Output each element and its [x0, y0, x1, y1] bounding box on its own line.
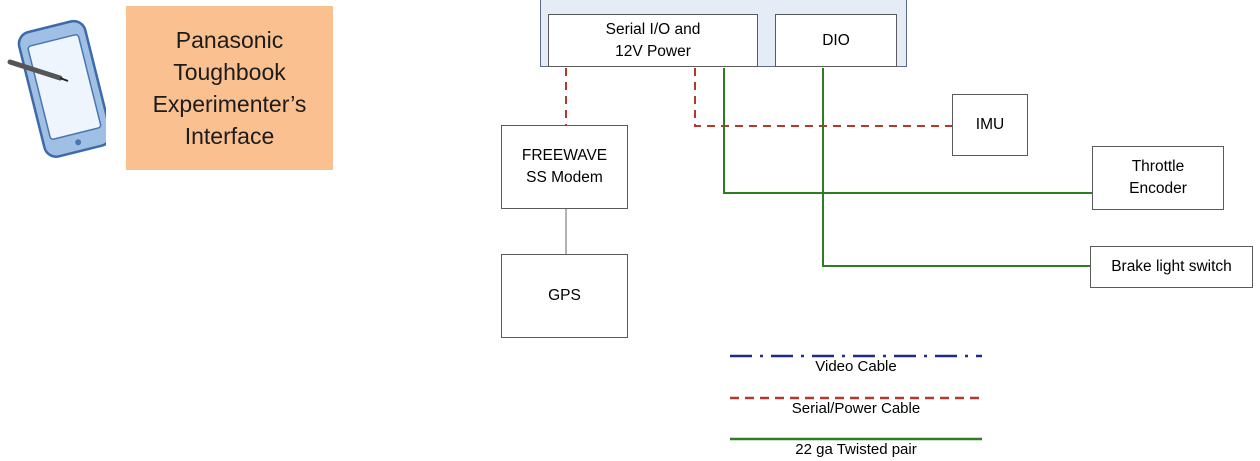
legend-video-label: Video Cable	[815, 358, 897, 375]
tablet-stylus-icon	[6, 14, 113, 164]
freewave-modem-box: FREEWAVE SS Modem	[501, 125, 628, 209]
legend-twisted-label: 22 ga Twisted pair	[795, 441, 917, 458]
brake-light-switch-box: Brake light switch	[1090, 246, 1253, 288]
serial-io-port: Serial I/O and 12V Power	[548, 14, 758, 67]
interface-label: Panasonic Toughbook Experimenter’s Inter…	[126, 6, 333, 170]
brake-twisted-pair	[822, 68, 1090, 267]
legend-serial-label: Serial/Power Cable	[791, 400, 921, 417]
imu-label: IMU	[975, 116, 1005, 133]
gps-box: GPS	[501, 254, 628, 338]
throttle-encoder-box: Throttle Encoder	[1092, 146, 1224, 210]
gps-label: GPS	[548, 287, 581, 304]
brake-light-switch-label: Brake light switch	[1111, 258, 1232, 275]
freewave-modem-label: FREEWAVE SS Modem	[521, 147, 608, 186]
dio-port: DIO	[775, 14, 897, 67]
serial-io-label: Serial I/O and 12V Power	[605, 20, 701, 60]
throttle-twisted-pair	[723, 68, 1092, 194]
dio-label: DIO	[822, 31, 850, 49]
throttle-encoder-label: Throttle Encoder	[1129, 158, 1187, 197]
imu-serial-cable	[694, 68, 952, 127]
imu-box: IMU	[952, 94, 1028, 156]
